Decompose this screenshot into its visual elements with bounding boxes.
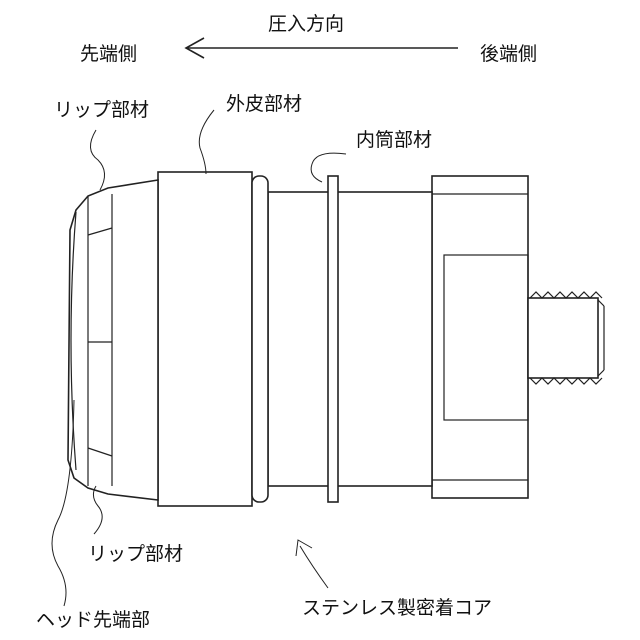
rear-nut: [432, 176, 528, 498]
lip-member-top-label: リップ部材: [54, 99, 149, 121]
inner-tube: [268, 176, 432, 502]
lip-member-bottom-label: リップ部材: [88, 543, 183, 565]
inner-tube-label: 内筒部材: [356, 129, 432, 151]
head-tip-label: ヘッド先端部: [36, 609, 150, 631]
direction-title: 圧入方向: [268, 13, 344, 35]
lip-member: [68, 180, 158, 500]
outer-skin: [158, 172, 268, 506]
core-label: ステンレス製密着コア: [302, 597, 492, 619]
rear-end-label: 後端側: [480, 43, 537, 65]
front-end-label: 先端側: [80, 43, 137, 65]
press-direction-arrow: [186, 38, 458, 58]
threaded-bolt: [528, 292, 604, 384]
outer-skin-label: 外皮部材: [226, 93, 302, 115]
